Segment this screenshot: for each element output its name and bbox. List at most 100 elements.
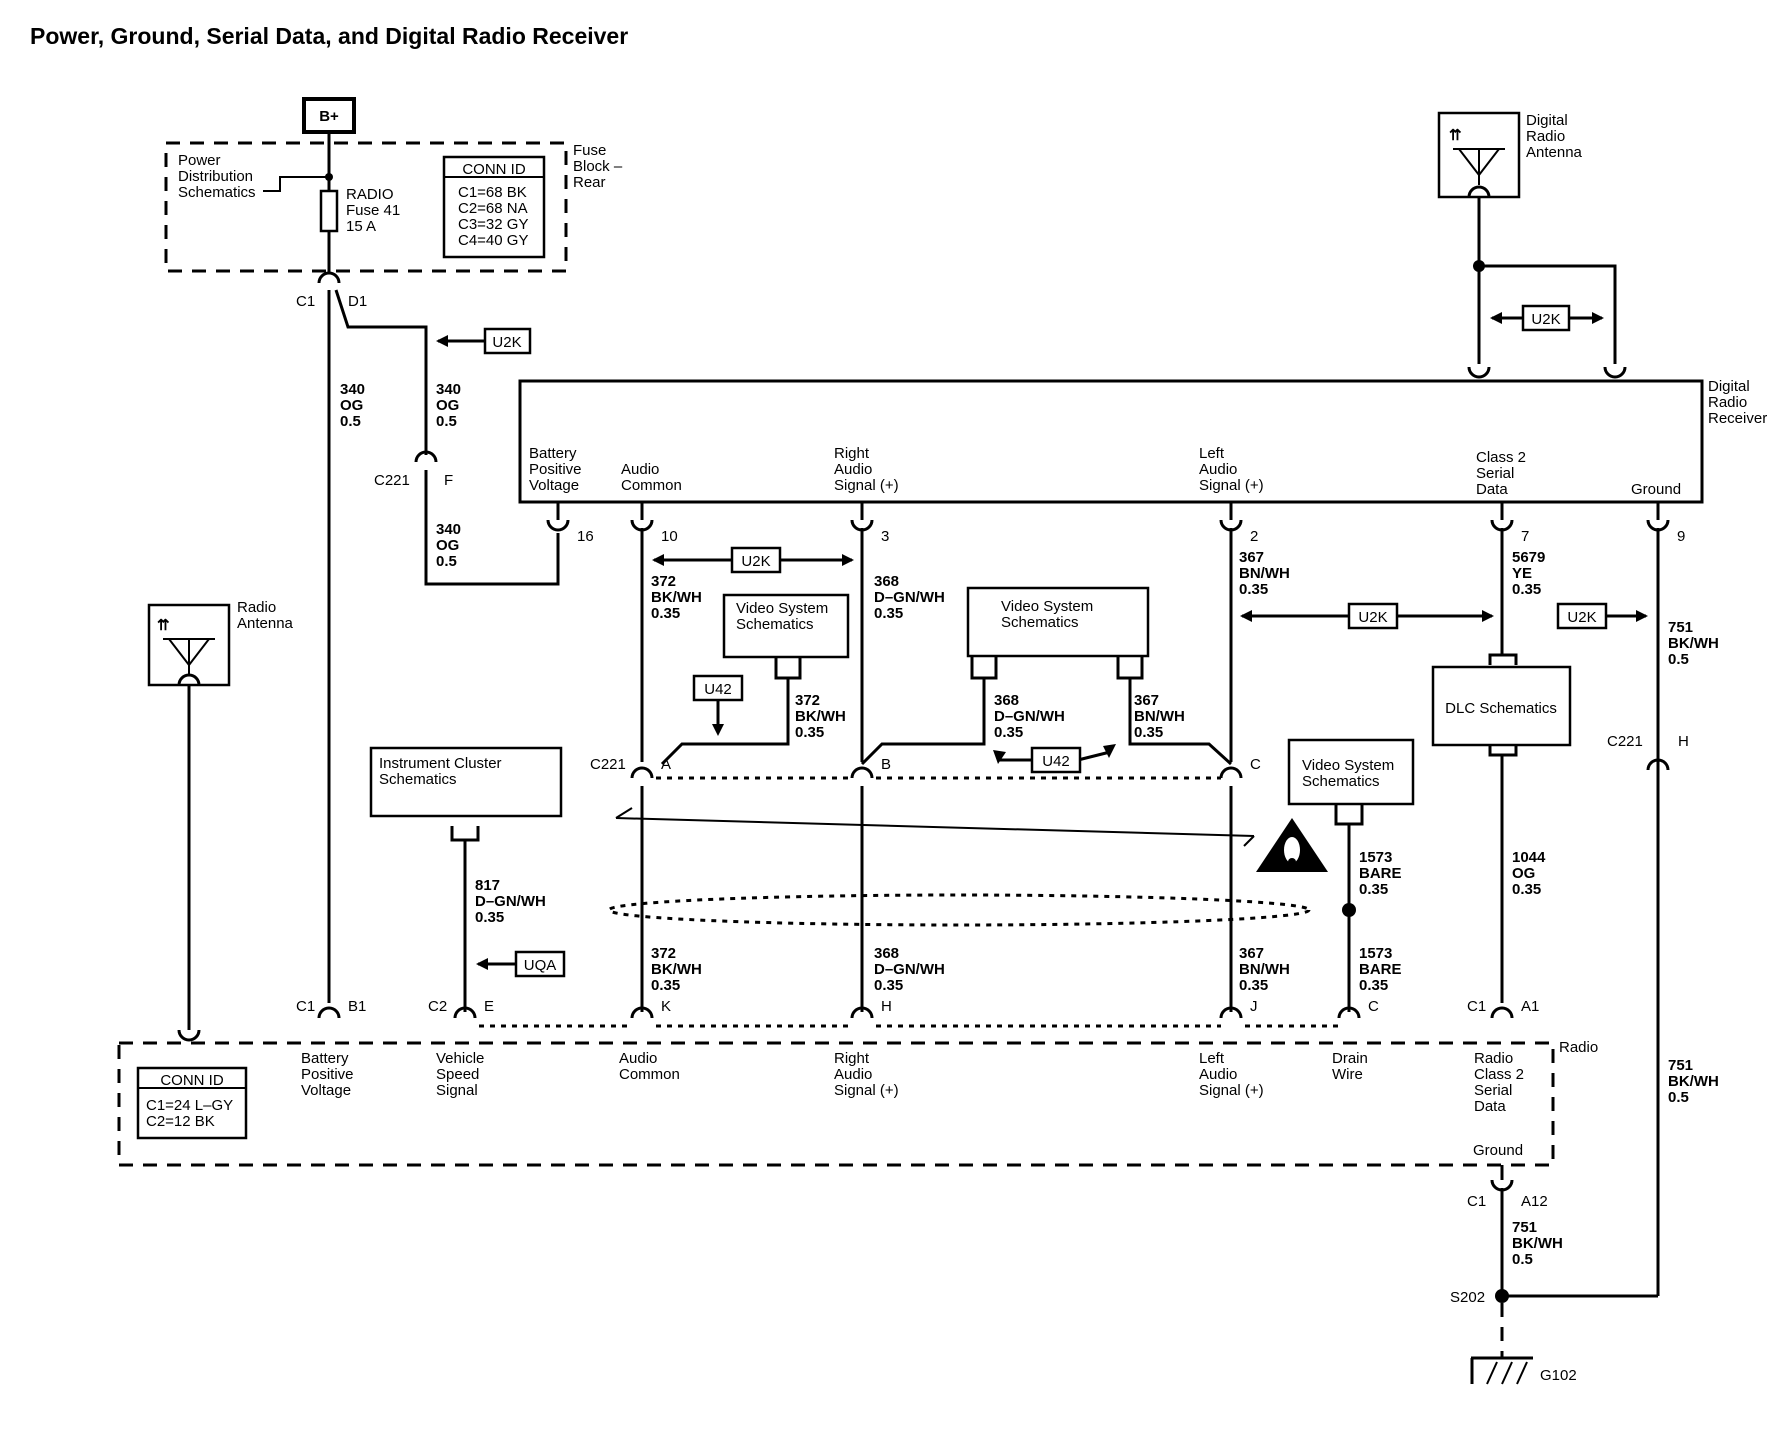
wire-372-label-2: 372 BK/WH 0.35 xyxy=(795,692,846,741)
wire-372-label-3: 372 BK/WH 0.35 xyxy=(651,945,702,994)
svg-text:C1: C1 xyxy=(1467,1193,1486,1210)
svg-text:Common: Common xyxy=(621,477,682,494)
connector-c1-label: C1 xyxy=(296,293,315,310)
svg-text:1573: 1573 xyxy=(1359,945,1392,962)
svg-text:Digital: Digital xyxy=(1526,112,1568,129)
svg-text:Positive: Positive xyxy=(301,1066,354,1083)
svg-text:0.35: 0.35 xyxy=(994,724,1023,741)
svg-text:1044: 1044 xyxy=(1512,849,1546,866)
svg-text:751: 751 xyxy=(1668,1057,1693,1074)
radio-pin-right-audio: Right Audio Signal (+) xyxy=(834,1050,899,1099)
svg-text:0.35: 0.35 xyxy=(795,724,824,741)
svg-text:3: 3 xyxy=(881,528,889,545)
svg-text:Voltage: Voltage xyxy=(301,1082,351,1099)
svg-text:Audio: Audio xyxy=(1199,461,1237,478)
radio-pin-drain: Drain Wire xyxy=(1332,1050,1368,1083)
connector-c221-label: C221 xyxy=(374,472,410,489)
connector-d1-label: D1 xyxy=(348,293,367,310)
connector-f-label: F xyxy=(444,472,453,489)
svg-text:BN/WH: BN/WH xyxy=(1134,708,1185,725)
svg-text:Radio: Radio xyxy=(237,599,276,616)
svg-text:U2K: U2K xyxy=(1358,609,1387,626)
svg-text:Video System: Video System xyxy=(1302,757,1394,774)
page-title: Power, Ground, Serial Data, and Digital … xyxy=(30,23,628,49)
svg-text:CONN ID: CONN ID xyxy=(160,1072,224,1089)
svg-text:A1: A1 xyxy=(1521,998,1539,1015)
svg-text:RADIO: RADIO xyxy=(346,186,394,203)
svg-text:OG: OG xyxy=(436,537,459,554)
digital-radio-antenna: ⇈ xyxy=(1437,111,1521,199)
svg-text:0.5: 0.5 xyxy=(436,553,457,570)
radio-label: Radio xyxy=(1559,1039,1598,1056)
wire-368-label-1: 368 D–GN/WH 0.35 xyxy=(874,573,945,622)
svg-text:C2: C2 xyxy=(428,998,447,1015)
shield-ellipse xyxy=(607,893,1311,927)
svg-text:Radio: Radio xyxy=(1474,1050,1513,1067)
svg-text:BN/WH: BN/WH xyxy=(1239,961,1290,978)
svg-text:BK/WH: BK/WH xyxy=(651,961,702,978)
svg-text:0.5: 0.5 xyxy=(436,413,457,430)
wire-367-label-1: 367 BN/WH 0.35 xyxy=(1239,549,1290,598)
svg-text:Vehicle: Vehicle xyxy=(436,1050,484,1067)
radio-antenna-label: Radio Antenna xyxy=(237,599,294,632)
svg-text:U2K: U2K xyxy=(741,553,770,570)
fuse-block-conn-id: CONN ID C1=68 BK C2=68 NA C3=32 GY C4=40… xyxy=(442,155,546,259)
svg-text:C2=12 BK: C2=12 BK xyxy=(146,1113,215,1130)
svg-text:D–GN/WH: D–GN/WH xyxy=(994,708,1065,725)
receiver-connectors xyxy=(546,502,1670,532)
svg-text:Rear: Rear xyxy=(573,174,606,191)
wire-367-label-3: 367 BN/WH 0.35 xyxy=(1239,945,1290,994)
dlc-schematics xyxy=(1431,665,1572,747)
battery-label: B+ xyxy=(319,108,339,125)
svg-text:Schematics: Schematics xyxy=(178,184,256,201)
svg-text:Receiver: Receiver xyxy=(1708,410,1767,427)
svg-text:BARE: BARE xyxy=(1359,865,1402,882)
svg-text:340: 340 xyxy=(436,381,461,398)
svg-text:Video System: Video System xyxy=(1001,598,1093,615)
radio-conn-id: CONN ID C1=24 L–GY C2=12 BK xyxy=(136,1066,248,1140)
receiver-pin-ground: Ground xyxy=(1631,481,1681,498)
svg-text:15 A: 15 A xyxy=(346,218,376,235)
svg-text:0.35: 0.35 xyxy=(1239,581,1268,598)
fuse-block-outline xyxy=(164,141,568,273)
svg-text:B: B xyxy=(881,756,891,773)
svg-text:Class 2: Class 2 xyxy=(1476,449,1526,466)
svg-text:0.5: 0.5 xyxy=(340,413,361,430)
svg-text:H: H xyxy=(1678,733,1689,750)
svg-text:368: 368 xyxy=(994,692,1019,709)
svg-text:0.5: 0.5 xyxy=(1668,651,1689,668)
svg-text:367: 367 xyxy=(1239,945,1264,962)
svg-text:Video System: Video System xyxy=(736,600,828,617)
svg-text:Wire: Wire xyxy=(1332,1066,1363,1083)
radio-pin-battery: Battery Positive Voltage xyxy=(301,1050,354,1099)
svg-text:9: 9 xyxy=(1677,528,1685,545)
svg-text:OG: OG xyxy=(340,397,363,414)
svg-text:751: 751 xyxy=(1668,619,1693,636)
svg-text:Digital: Digital xyxy=(1708,378,1750,395)
svg-text:BK/WH: BK/WH xyxy=(1668,635,1719,652)
svg-text:YE: YE xyxy=(1512,565,1532,582)
svg-text:Schematics: Schematics xyxy=(379,771,457,788)
svg-text:Battery: Battery xyxy=(301,1050,349,1067)
svg-text:0.35: 0.35 xyxy=(1359,977,1388,994)
svg-text:C221: C221 xyxy=(1607,733,1643,750)
svg-text:U42: U42 xyxy=(1042,753,1070,770)
svg-text:0.35: 0.35 xyxy=(1134,724,1163,741)
svg-text:BK/WH: BK/WH xyxy=(651,589,702,606)
svg-text:Voltage: Voltage xyxy=(529,477,579,494)
svg-text:OG: OG xyxy=(436,397,459,414)
svg-text:Signal (+): Signal (+) xyxy=(1199,1082,1264,1099)
svg-text:0.35: 0.35 xyxy=(1239,977,1268,994)
svg-text:2: 2 xyxy=(1250,528,1258,545)
fuse-block-label: Fuse Block – Rear xyxy=(573,142,623,191)
radio-pin-audio-common: Audio Common xyxy=(619,1050,680,1083)
svg-text:367: 367 xyxy=(1239,549,1264,566)
svg-text:Left: Left xyxy=(1199,1050,1225,1067)
svg-text:U2K: U2K xyxy=(1567,609,1596,626)
digital-radio-receiver-box xyxy=(518,379,1704,504)
receiver-pin-left-audio: Left Audio Signal (+) xyxy=(1199,445,1264,494)
svg-text:Audio: Audio xyxy=(619,1050,657,1067)
svg-text:Audio: Audio xyxy=(1199,1066,1237,1083)
svg-text:5679: 5679 xyxy=(1512,549,1545,566)
svg-text:Instrument Cluster: Instrument Cluster xyxy=(379,755,502,772)
